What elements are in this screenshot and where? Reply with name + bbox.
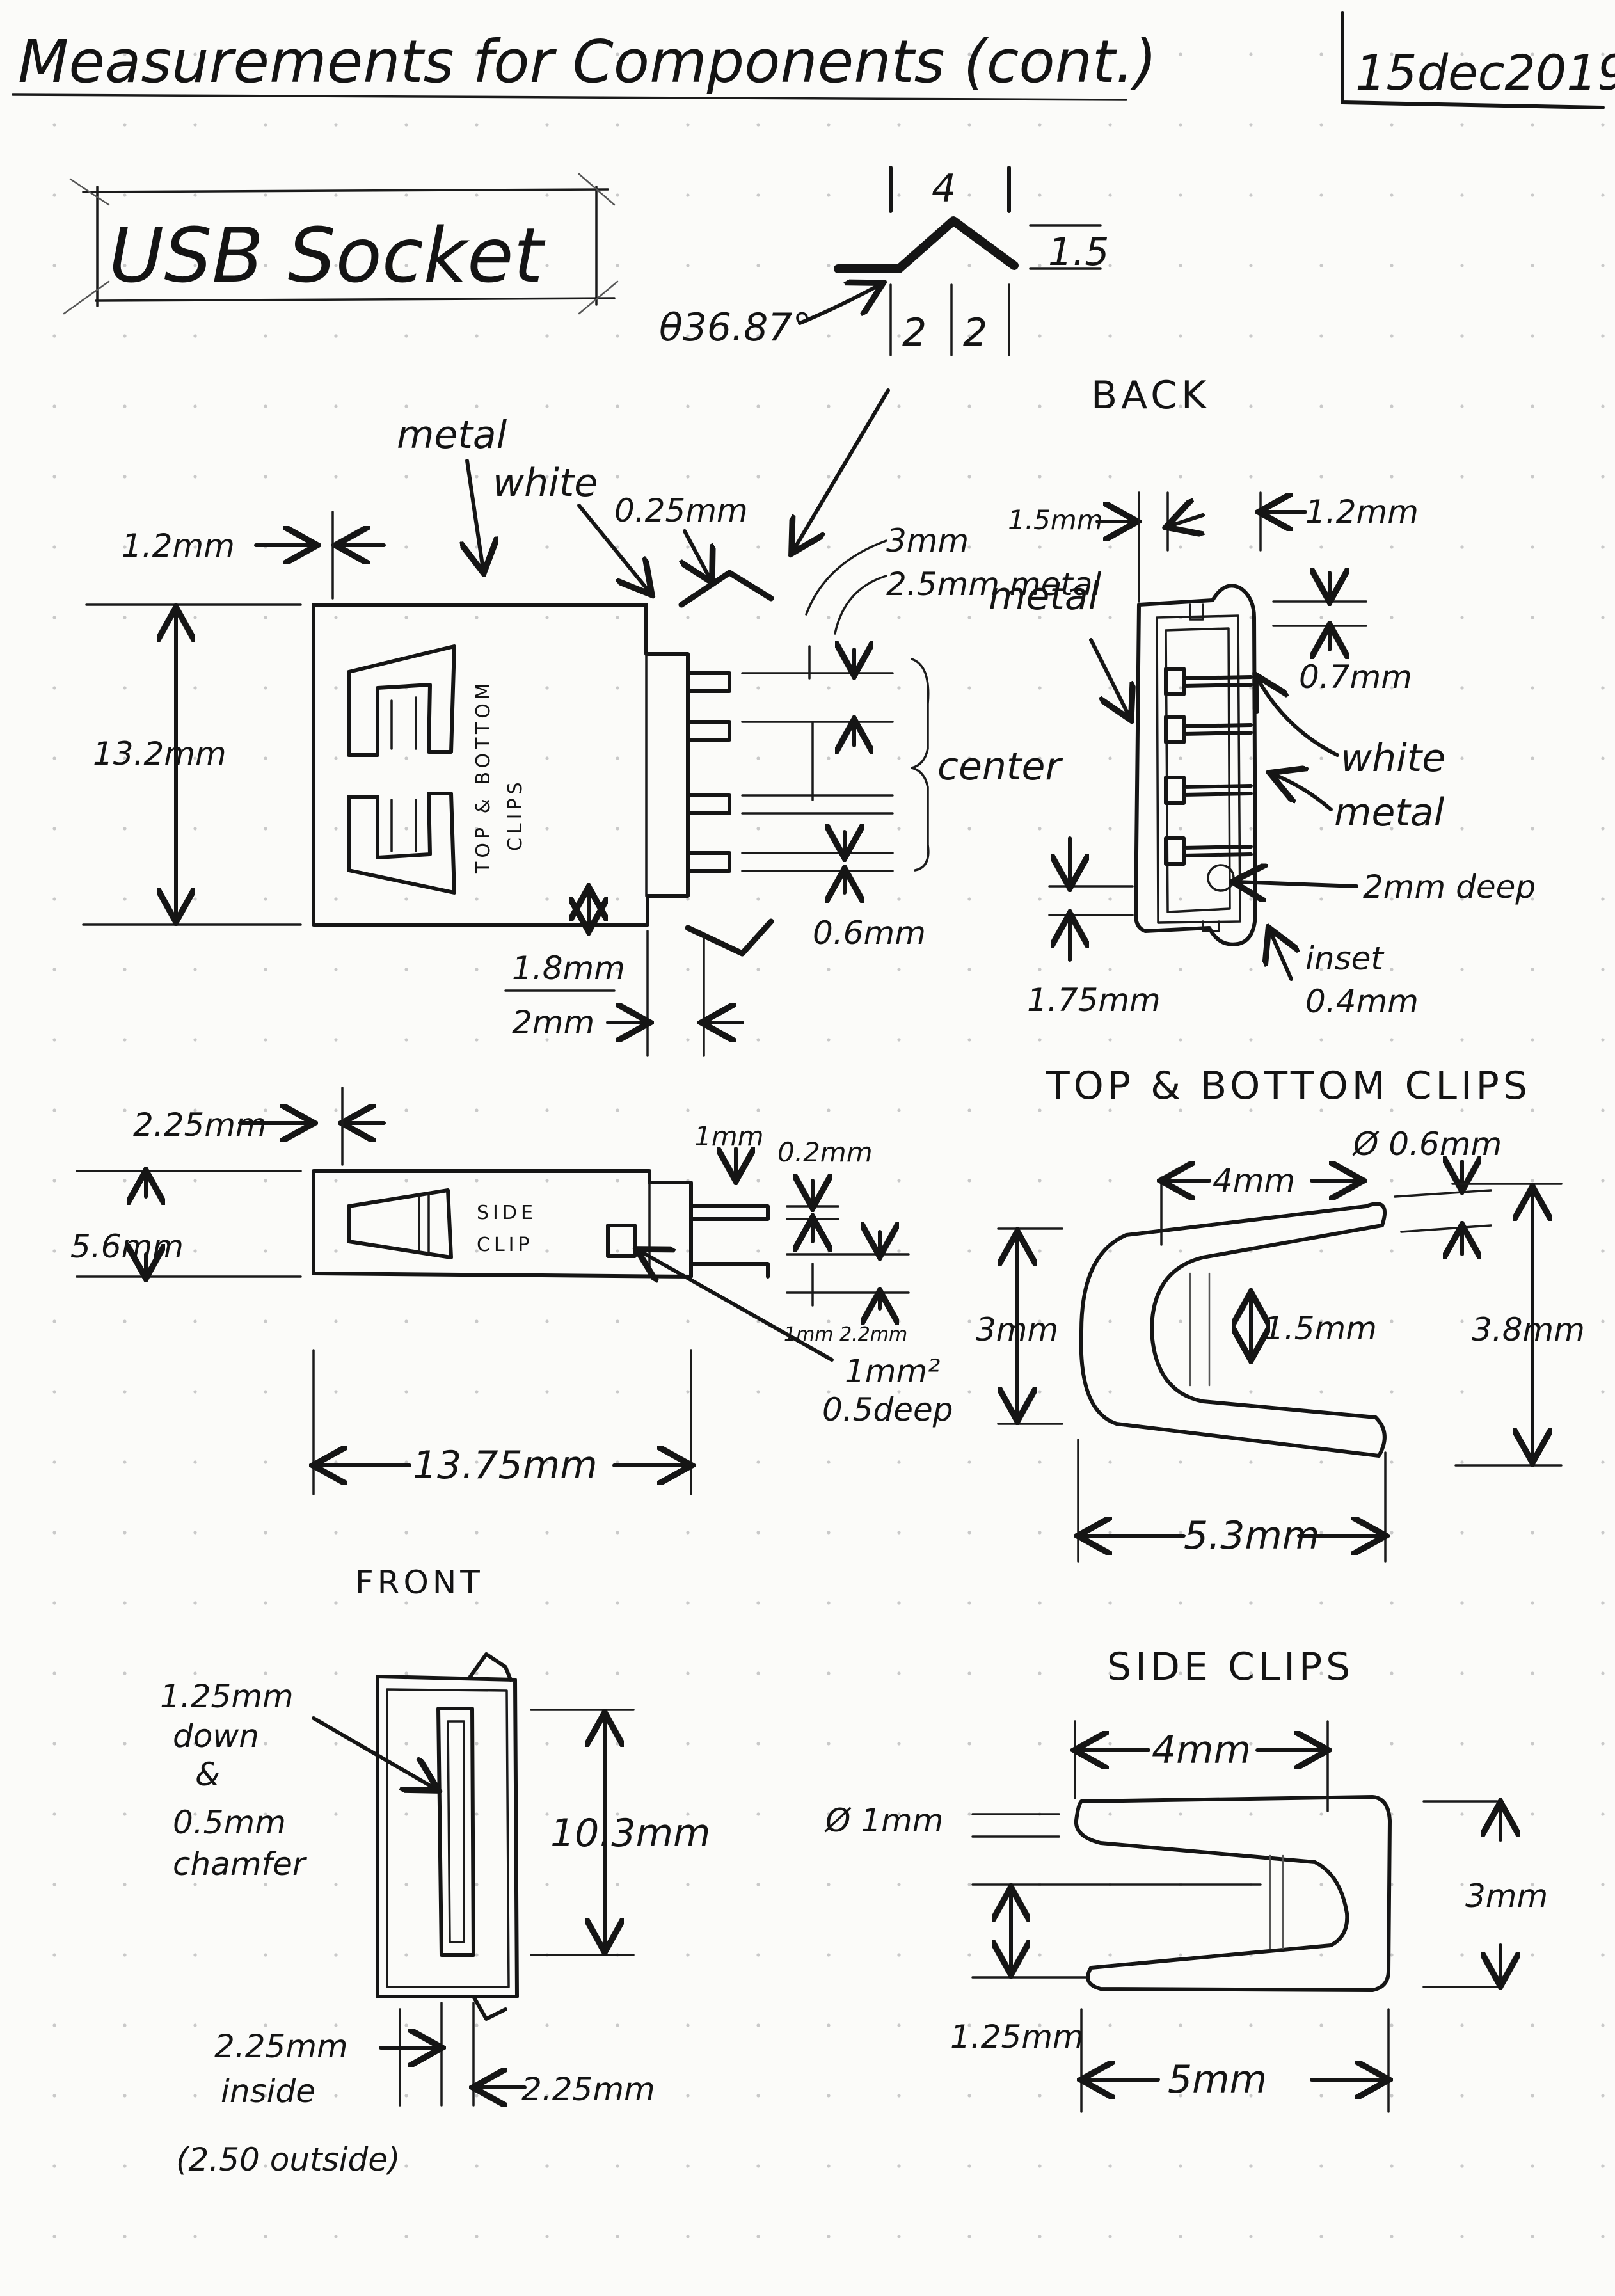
front-note-1: 1.25mm: [160, 1678, 294, 1715]
back-metal2-label: metal: [1334, 790, 1445, 835]
top-view: metal white 0.25mm 1.2mm TOP & BOTTOM CL…: [82, 413, 1102, 1057]
tb-diameter-label: Ø 0.6mm: [1352, 1126, 1502, 1163]
pin-profile-width: 4: [932, 166, 956, 211]
top-tail-length-label: 2mm: [512, 1004, 594, 1041]
side-square-depth-label: 0.5deep: [822, 1391, 953, 1428]
front-view: FRONT 1.25mm down & 0.5mm chamfer 10.3mm…: [160, 1564, 711, 2178]
side-clip-shape-detail: [1074, 1795, 1392, 1992]
side-pin-02mm-label: 0.2mm: [777, 1136, 873, 1168]
side-length-label: 13.75mm: [413, 1443, 598, 1488]
sc-gap-label: 1.25mm: [950, 2018, 1084, 2055]
back-title: BACK: [1091, 373, 1210, 418]
back-body-outline: [1134, 584, 1257, 946]
back-metal-label: metal: [989, 574, 1099, 619]
front-body-outline: [376, 1675, 519, 1998]
tb-height-inner-label: 3mm: [976, 1311, 1058, 1348]
pin-profile-half-a: 2: [902, 310, 927, 355]
tb-clip-shape: [1079, 1202, 1387, 1458]
page-title: Measurements for Components (cont.): [18, 28, 1157, 96]
sc-length-label: 5mm: [1168, 2057, 1267, 2102]
metal-tabs: [678, 570, 774, 957]
top-metal-label: metal: [397, 413, 507, 458]
tb-clips-title: TOP & BOTTOM CLIPS: [1046, 1064, 1531, 1108]
top-clip-shape: [347, 644, 456, 757]
front-note-3: &: [195, 1756, 220, 1793]
top-pin-width-label: 0.6mm: [813, 914, 926, 952]
top-pin-spacing-label: 3mm: [886, 522, 969, 559]
pin-bend-shape: [834, 216, 1019, 273]
back-side-b-label: 1.2mm: [1305, 493, 1419, 530]
front-note-2: down: [173, 1718, 259, 1755]
front-title: FRONT: [355, 1564, 484, 1601]
center-brace: [911, 658, 930, 872]
top-pin-edge-label: 1.2mm: [122, 527, 235, 564]
front-outside-note: (2.50 outside): [176, 2141, 401, 2178]
side-clips-title: SIDE CLIPS: [1107, 1645, 1354, 1689]
top-center-label: center: [937, 744, 1063, 789]
page-date: 15dec2019: [1355, 44, 1615, 101]
front-note-5: chamfer: [173, 1846, 308, 1883]
front-note-4: 0.5mm: [173, 1804, 286, 1841]
detail-callout-arrow: [793, 388, 890, 550]
side-view: 2.25mm SIDE CLIP 5.6mm 1mm 0.2mm 1mm 2.2…: [70, 1087, 953, 1495]
side-square-label: 1mm²: [845, 1353, 940, 1390]
date-box: [1341, 11, 1605, 109]
pin-profile-angle: θ36.87°: [659, 305, 811, 350]
section-title: USB Socket: [109, 211, 546, 299]
tb-height-outer-label: 3.8mm: [1472, 1311, 1585, 1348]
clips-label-line2: CLIPS: [504, 778, 527, 851]
top-pin-spacing-metal-label: 2.5mm metal: [886, 566, 1102, 603]
pin-profile-half-b: 2: [963, 310, 987, 355]
socket-body-outline: [312, 603, 690, 927]
side-clips-view: SIDE CLIPS 4mm Ø 1mm 1.25mm 3mm 5mm: [824, 1645, 1548, 2113]
top-height-label: 13.2mm: [93, 735, 227, 772]
clips-label-line1: TOP & BOTTOM: [472, 679, 495, 874]
top-thickness-label: 0.25mm: [614, 492, 748, 529]
side-clip-label-1: SIDE: [477, 1202, 537, 1224]
side-clip-shape: [347, 1188, 453, 1259]
pin-profile-height: 1.5: [1048, 230, 1109, 275]
top-bottom-clips-view: TOP & BOTTOM CLIPS 4mm Ø 0.6mm 1.5mm 3mm…: [976, 1064, 1585, 1563]
back-inset-label-1: inset: [1305, 940, 1385, 977]
top-white-label: white: [493, 461, 598, 506]
side-square-recess: [606, 1224, 637, 1258]
socket-pins: [686, 671, 731, 873]
side-clip-label-2: CLIP: [477, 1234, 534, 1256]
sc-height-label: 3mm: [1465, 1877, 1548, 1915]
front-height-label: 10.3mm: [550, 1811, 711, 1856]
side-body-outline: [312, 1169, 693, 1279]
header: Measurements for Components (cont.) 15de…: [12, 11, 1615, 109]
tb-length-label: 5.3mm: [1184, 1513, 1319, 1558]
back-top-gap-label: 0.7mm: [1299, 658, 1412, 696]
tb-gap-label: 1.5mm: [1264, 1310, 1377, 1347]
top-bottom-offset-label: 1.8mm: [512, 950, 625, 987]
side-height-label: 5.6mm: [70, 1228, 184, 1265]
front-right-width-label: 2.25mm: [521, 2071, 655, 2108]
side-pins: [689, 1204, 770, 1279]
back-bottom-label: 1.75mm: [1027, 982, 1161, 1019]
front-opening: [436, 1707, 475, 1957]
side-pin-1mm-label: 1mm: [694, 1120, 764, 1152]
title-underline: [12, 93, 1127, 101]
front-inside-label-1: 2.25mm: [214, 2028, 348, 2065]
back-side-a-label: 1.5mm: [1008, 504, 1103, 536]
sc-diameter-label: Ø 1mm: [824, 1802, 943, 1839]
back-white-label: white: [1341, 736, 1445, 781]
section-title-box: USB Socket: [63, 173, 619, 315]
front-inside-label-2: inside: [221, 2073, 315, 2110]
bottom-clip-shape: [347, 792, 456, 895]
back-depth-label: 2mm deep: [1363, 868, 1536, 905]
back-inset-label-2: 0.4mm: [1305, 983, 1419, 1020]
sc-width-label: 4mm: [1152, 1728, 1251, 1773]
side-pin-dims-label: 1mm 2.2mm: [784, 1323, 907, 1346]
pin-profile: 4 1.5 2 2 θ36.87°: [659, 166, 1109, 550]
back-view: BACK 1.5mm 1.2mm 0.7mm metal white metal…: [989, 373, 1536, 1020]
tb-width-label: 4mm: [1213, 1162, 1295, 1199]
